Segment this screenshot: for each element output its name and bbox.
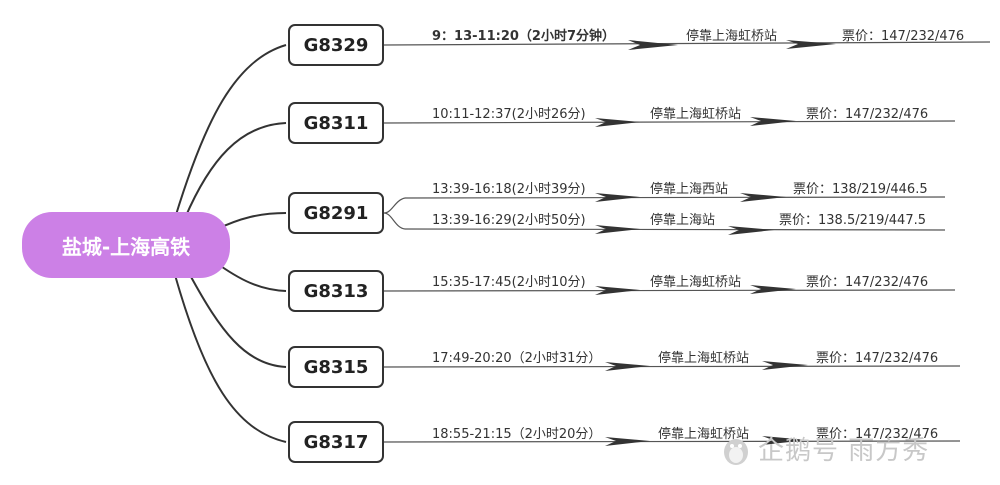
time-label: 10:11-12:37(2小时26分): [432, 107, 586, 122]
connector-g8315: [189, 274, 287, 368]
train-code: G8291: [303, 202, 369, 224]
connector-g8313: [214, 261, 287, 292]
arrow-g8313-1: [595, 286, 640, 295]
arrow-g8317-1: [605, 437, 650, 446]
station-label: 停靠上海虹桥站: [650, 275, 742, 290]
train-node-g8317: G8317: [288, 421, 384, 463]
line-g8291-a: [404, 196, 946, 199]
line-g8315: [383, 365, 961, 368]
line-g8291-b: [404, 228, 946, 231]
arrow-g8317-2: [762, 436, 808, 445]
arrow-g8291a-1: [595, 193, 640, 202]
line-g8329: [383, 41, 991, 46]
station-label: 停靠上海虹桥站: [658, 351, 750, 366]
train-code: G8315: [303, 356, 369, 378]
arrow-g8315-2: [762, 361, 808, 370]
price-label: 票价：147/232/476: [806, 275, 929, 290]
time-label: 13:39-16:18(2小时39分): [432, 182, 586, 197]
train-code: G8317: [303, 431, 369, 453]
line-g8311: [383, 120, 956, 124]
price-label: 票价：147/232/476: [816, 351, 939, 366]
connector-g8317: [174, 274, 287, 443]
time-label: 17:49-20:20（2小时31分）: [432, 351, 602, 366]
arrow-g8291b-2: [728, 226, 774, 235]
time-label: 15:35-17:45(2小时10分): [432, 275, 586, 290]
train-node-g8291: G8291: [288, 192, 384, 234]
watermark-text: 企鹅号 雨方秀: [758, 436, 930, 466]
line-g8291-branch: [383, 197, 406, 230]
line-g8317: [383, 440, 961, 443]
time-label: 9：13-11:20（2小时7分钟）: [432, 29, 616, 44]
train-code: G8311: [303, 112, 369, 134]
station-label: 停靠上海虹桥站: [658, 427, 750, 442]
price-label: 票价：147/232/476: [842, 29, 965, 44]
penguin-logo-icon: [724, 439, 748, 465]
arrow-g8291b-1: [595, 225, 640, 234]
arrow-g8315-1: [605, 362, 650, 371]
price-label: 票价：147/232/476: [816, 427, 939, 442]
arrow-g8329-1: [628, 40, 678, 50]
train-node-g8313: G8313: [288, 270, 384, 312]
train-node-g8315: G8315: [288, 346, 384, 388]
price-label: 票价：138/219/446.5: [793, 182, 928, 197]
time-label: 13:39-16:29(2小时50分): [432, 213, 586, 228]
line-g8313: [383, 289, 956, 292]
arrow-g8291a-2: [740, 193, 786, 202]
price-label: 票价：147/232/476: [806, 107, 929, 122]
station-label: 停靠上海虹桥站: [686, 29, 778, 44]
station-label: 停靠上海虹桥站: [650, 107, 742, 122]
train-code: G8329: [303, 34, 369, 56]
arrow-g8329-2: [786, 40, 836, 49]
connector-g8329: [174, 44, 287, 219]
train-node-g8311: G8311: [288, 102, 384, 144]
train-node-g8329: G8329: [288, 24, 384, 66]
root-node: 盐城-上海高铁: [22, 212, 230, 278]
time-label: 18:55-21:15（2小时20分）: [432, 427, 602, 442]
connector-g8311: [184, 122, 287, 219]
arrow-g8311-2: [750, 117, 796, 126]
root-label: 盐城-上海高铁: [61, 234, 191, 259]
price-label: 票价：138.5/219/447.5: [779, 213, 927, 228]
station-label: 停靠上海西站: [650, 182, 729, 197]
arrow-g8311-1: [595, 118, 640, 127]
train-code: G8313: [303, 280, 369, 302]
station-label: 停靠上海站: [650, 213, 716, 228]
arrow-g8313-2: [750, 285, 796, 294]
